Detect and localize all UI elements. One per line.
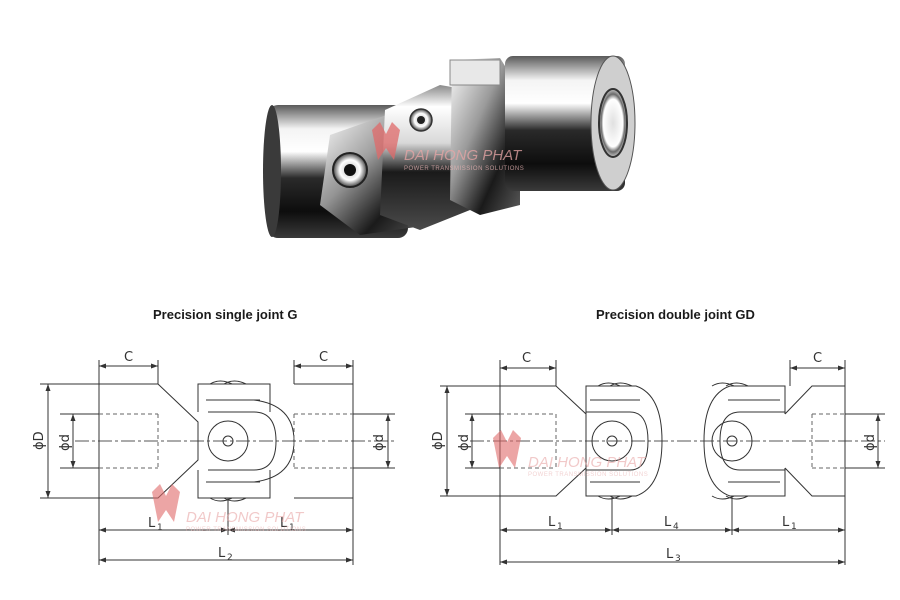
double-c-right-label: C <box>813 351 822 366</box>
double-l3-label: L <box>666 547 674 562</box>
single-c-right-label: C <box>319 350 328 365</box>
single-l2-sub: 2 <box>227 553 233 563</box>
single-bore-right-label: ϕd <box>372 434 387 451</box>
double-outer-diameter-label: ϕD <box>431 431 446 450</box>
single-outer-diameter-label: ϕD <box>32 431 47 450</box>
single-joint-arrows <box>45 363 391 563</box>
watermark-single: DAI HONG PHAT POWER TRANSMISSION SOLUTIO… <box>152 484 306 533</box>
double-l4-label: L <box>664 515 672 530</box>
single-bore-left-label: ϕd <box>58 434 73 451</box>
double-l1-right-label: L <box>782 515 790 530</box>
single-l1-left-sub: 1 <box>157 523 163 533</box>
watermark-brand: DAI HONG PHAT <box>528 454 647 471</box>
single-l2-label: L <box>218 546 226 561</box>
watermark-tagline: POWER TRANSMISSION SOLUTIONS <box>404 166 524 172</box>
single-joint-caption: Precision single joint G <box>153 307 298 322</box>
double-bore-right-label: ϕd <box>863 434 878 451</box>
watermark-double: DAI HONG PHAT POWER TRANSMISSION SOLUTIO… <box>493 430 648 478</box>
single-c-left-label: C <box>124 350 133 365</box>
double-l1-left-sub: 1 <box>557 522 563 532</box>
single-joint-drawing <box>40 360 395 565</box>
double-joint-arrows <box>444 365 881 565</box>
watermark-logo-icon <box>372 122 400 160</box>
watermark-brand: DAI HONG PHAT <box>404 147 523 164</box>
double-bore-left-label: ϕd <box>457 434 472 451</box>
watermark-tagline: POWER TRANSMISSION SOLUTIONS <box>528 472 648 478</box>
single-l1-right-label: L <box>280 516 288 531</box>
double-l1-left-label: L <box>548 515 556 530</box>
double-l3-sub: 3 <box>675 554 681 564</box>
double-c-left-label: C <box>522 351 531 366</box>
double-joint-drawing <box>440 360 885 565</box>
left-hub-end <box>263 105 281 237</box>
double-joint-caption: Precision double joint GD <box>596 307 755 322</box>
watermark-photo: DAI HONG PHAT POWER TRANSMISSION SOLUTIO… <box>372 122 524 172</box>
watermark-brand: DAI HONG PHAT <box>186 509 305 526</box>
single-l1-right-sub: 1 <box>289 523 295 533</box>
double-l4-sub: 4 <box>673 522 679 532</box>
watermark-logo-icon <box>493 430 521 468</box>
right-yoke <box>450 58 520 215</box>
universal-joint-photo <box>263 55 636 238</box>
double-l1-right-sub: 1 <box>791 522 797 532</box>
single-l1-left-label: L <box>148 516 156 531</box>
watermark-logo-icon <box>152 484 180 522</box>
watermark-tagline: POWER TRANSMISSION SOLUTIONS <box>186 527 306 533</box>
right-hub-bore <box>598 88 628 158</box>
